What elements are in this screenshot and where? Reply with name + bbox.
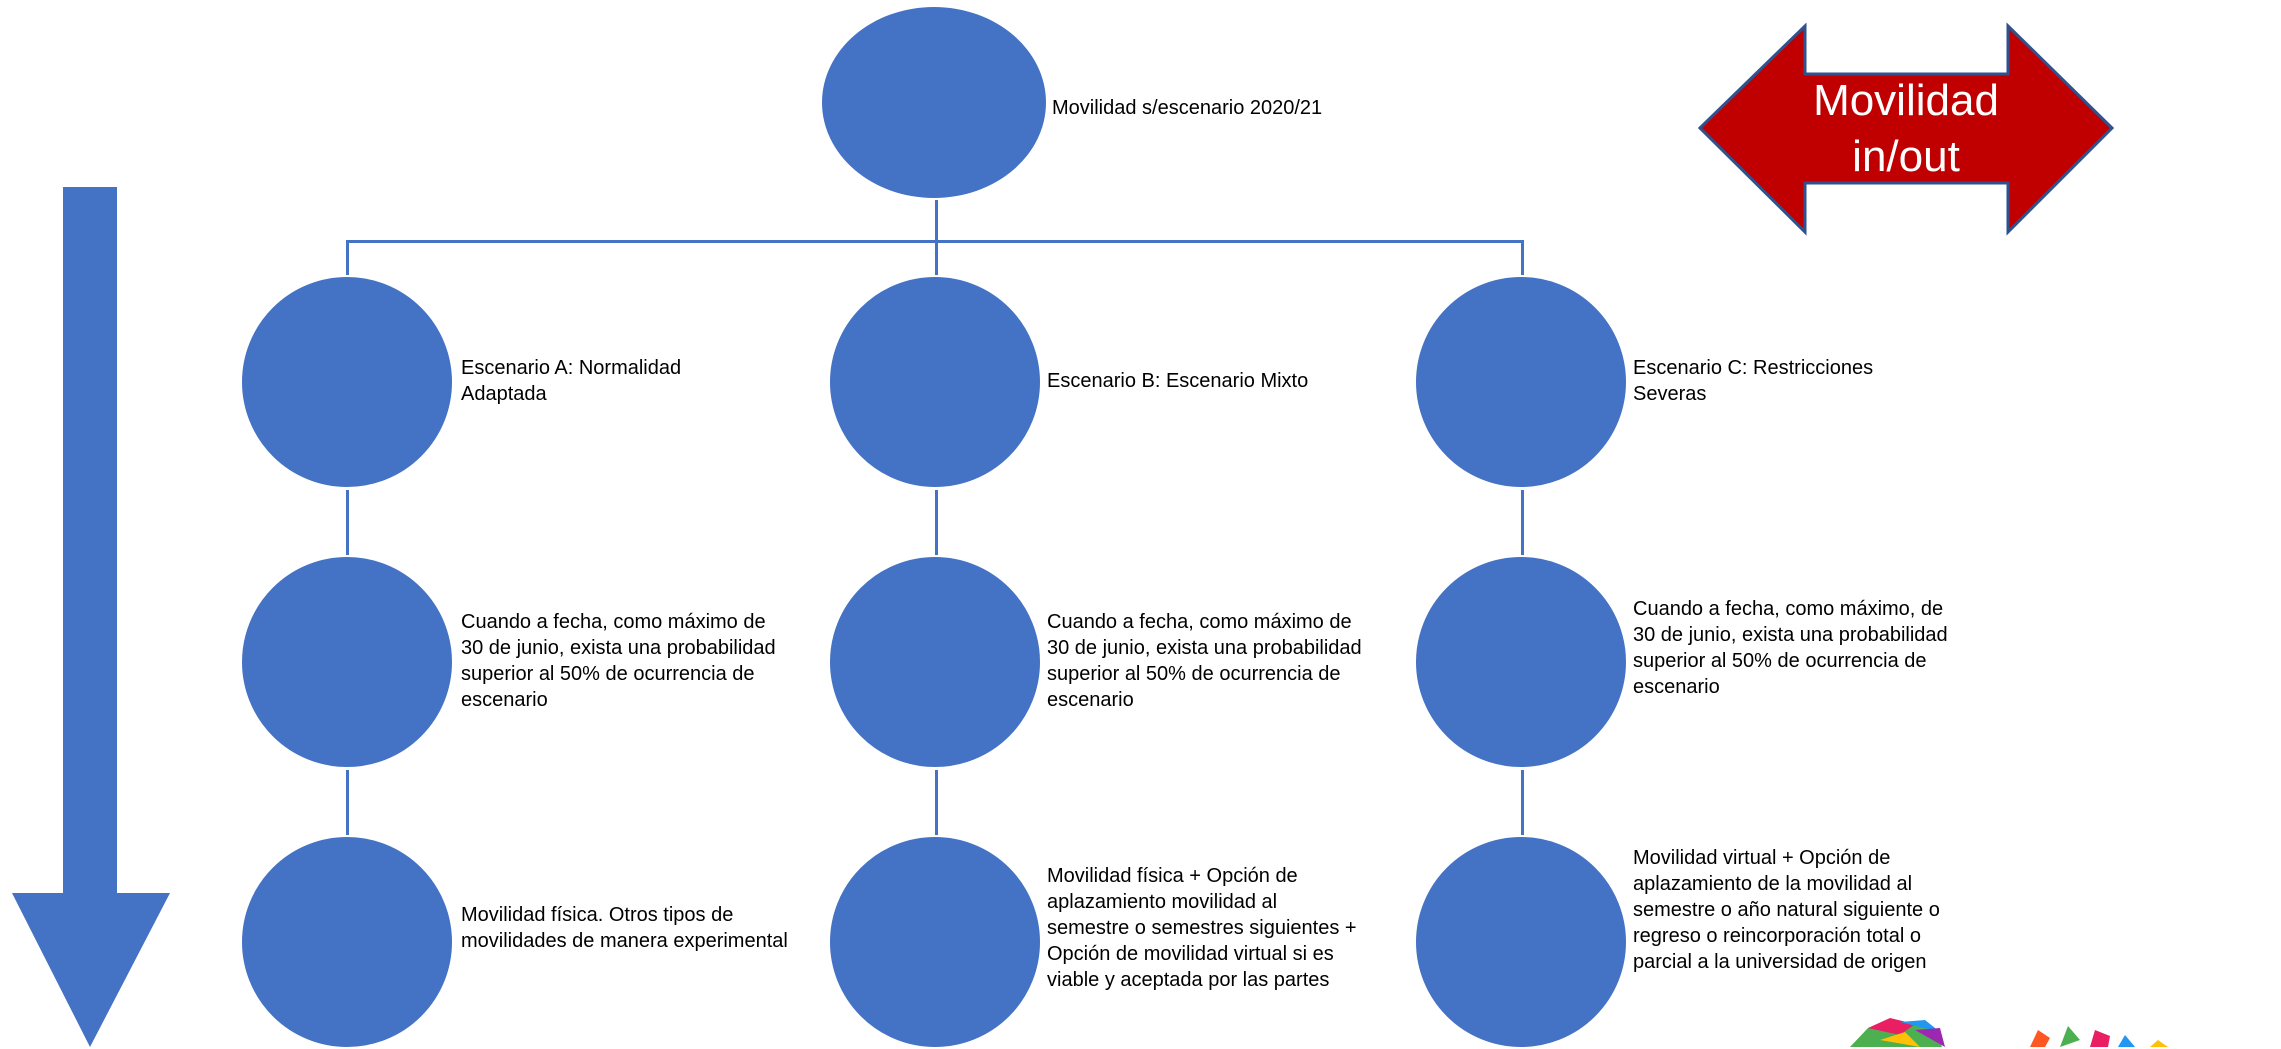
scenario-b-measure: Movilidad física + Opción de aplazamient… — [1047, 865, 1357, 991]
column-a-connector-1 — [346, 490, 349, 560]
scenario-c-title: Escenario C: Restricciones Severas — [1633, 357, 1874, 405]
scenario-b-condition-node — [828, 555, 1042, 769]
scenario-c-node — [1414, 275, 1628, 489]
mobility-arrow-label: Movilidad in/out — [1756, 73, 2056, 185]
scenario-a-condition: Cuando a fecha, como máximo de 30 de jun… — [461, 611, 776, 711]
horizontal-branch-connector — [346, 240, 1523, 243]
scenario-c-condition-node — [1414, 555, 1628, 769]
branch-a-connector — [346, 240, 349, 278]
root-node — [820, 5, 1048, 200]
scenario-c-condition: Cuando a fecha, como máximo, de 30 de ju… — [1633, 598, 1948, 698]
scenario-b-title: Escenario B: Escenario Mixto — [1047, 370, 1309, 392]
root-label: Movilidad s/escenario 2020/21 — [1052, 97, 1323, 119]
column-c-connector-1 — [1521, 490, 1524, 560]
branch-c-connector — [1521, 240, 1524, 278]
column-b-connector-1 — [935, 490, 938, 560]
scenario-b-condition: Cuando a fecha, como máximo de 30 de jun… — [1047, 611, 1362, 711]
mobility-arrow-line2: in/out — [1852, 132, 1960, 181]
scenario-a-measure: Movilidad física. Otros tipos de movilid… — [461, 904, 788, 952]
scenario-c-measure-node — [1414, 835, 1628, 1049]
branch-b-connector — [935, 240, 938, 278]
column-a-connector-2 — [346, 770, 349, 840]
decorative-mosaic-graphic — [1850, 1018, 2168, 1047]
scenario-c-measure: Movilidad virtual + Opción de aplazamien… — [1633, 847, 1940, 973]
column-b-connector-2 — [935, 770, 938, 840]
left-right-arrow-icon — [1697, 22, 2115, 236]
scenario-a-node — [240, 275, 454, 489]
scenario-a-measure-node — [240, 835, 454, 1049]
scenario-a-title: Escenario A: Normalidad Adaptada — [461, 357, 682, 405]
root-stem-connector — [935, 200, 938, 242]
scenario-b-measure-node — [828, 835, 1042, 1049]
scenario-a-condition-node — [240, 555, 454, 769]
mobility-arrow-line1: Movilidad — [1813, 76, 1999, 125]
scenario-b-node — [828, 275, 1042, 489]
column-c-connector-2 — [1521, 770, 1524, 840]
